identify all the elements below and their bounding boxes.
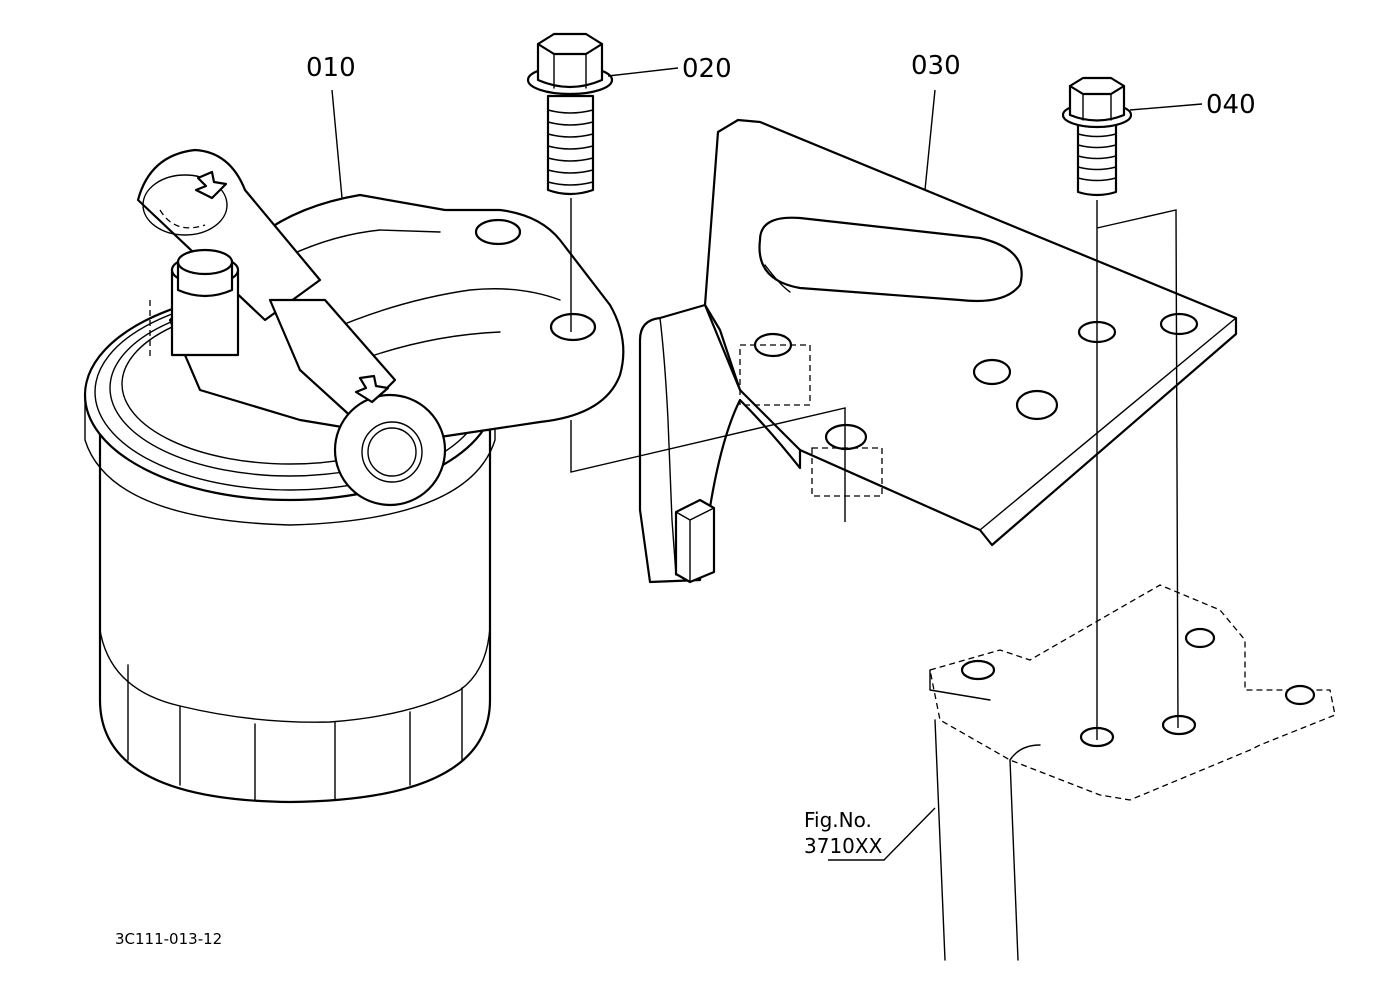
fig-reference-number: 3710XX	[804, 834, 883, 858]
bolt-020	[526, 32, 614, 196]
inlet-tube	[136, 148, 322, 322]
bracket-hole-6	[824, 423, 868, 451]
flow-arrow-bottom-icon	[354, 374, 390, 404]
bracket-nut	[674, 498, 716, 584]
callout-010: 010	[306, 53, 356, 83]
mount-hole-1	[960, 659, 996, 681]
callout-040: 040	[1206, 90, 1256, 120]
fuel-filter-assembly	[83, 148, 625, 804]
callout-020: 020	[682, 54, 732, 84]
drawing-code: 3C111-013-12	[115, 930, 222, 948]
flow-arrow-top-icon	[194, 170, 228, 200]
head-mount-hole	[549, 312, 597, 342]
leader-lines	[331, 67, 1203, 861]
mounting-bracket	[638, 118, 1238, 584]
mount-leg	[934, 719, 1019, 961]
bracket-hole-3	[972, 358, 1012, 386]
head-upper-hole	[474, 218, 522, 246]
bracket-hole-2	[1159, 312, 1199, 336]
fig-reference-label: Fig.No.	[804, 808, 872, 832]
bracket-hole-4	[1015, 389, 1059, 421]
bracket-slot	[758, 216, 1023, 303]
engine-mount-reference	[929, 584, 1336, 961]
mount-hole-5	[1161, 714, 1197, 736]
bolt-040	[1061, 76, 1133, 197]
assembly-lines	[570, 198, 1179, 740]
filter-canister	[98, 428, 492, 804]
outlet-port	[333, 393, 447, 507]
mount-hole-3	[1284, 684, 1316, 706]
filter-grip-band	[99, 624, 491, 723]
bracket-plate	[703, 118, 1238, 547]
mount-hole-2	[1184, 627, 1216, 649]
bolt-020-shank	[546, 94, 595, 196]
mount-outline	[929, 584, 1336, 801]
callout-030: 030	[911, 51, 961, 81]
